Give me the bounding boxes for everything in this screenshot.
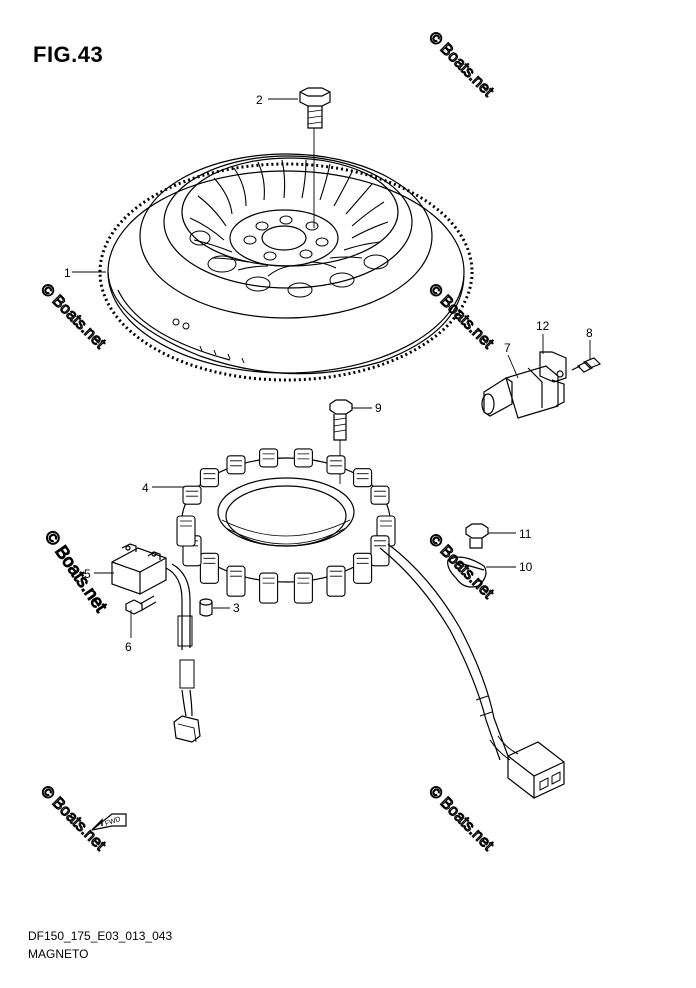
flywheel-bolt bbox=[299, 87, 331, 228]
callout-8: 8 bbox=[586, 326, 593, 340]
callout-10: 10 bbox=[519, 560, 533, 574]
watermarks: © Boats.net © Boats.net © Boats.net © Bo… bbox=[37, 28, 498, 855]
sensor-screw bbox=[571, 357, 602, 373]
stator-coil-winding bbox=[356, 473, 369, 480]
callout-6: 6 bbox=[125, 640, 132, 654]
stator-coil bbox=[326, 565, 346, 597]
callout-4: 4 bbox=[142, 481, 149, 495]
stator-coil bbox=[226, 455, 246, 475]
wire-clamp bbox=[447, 556, 487, 588]
stator-coils bbox=[176, 448, 396, 604]
callout-3: 3 bbox=[233, 601, 240, 615]
stator-coil-winding bbox=[230, 570, 242, 577]
stator-coil bbox=[259, 572, 279, 604]
watermark-2: © Boats.net bbox=[37, 281, 109, 353]
stator-harness bbox=[379, 543, 565, 799]
stator-coil bbox=[353, 468, 373, 488]
stator-coil-winding bbox=[297, 453, 310, 460]
stator-coil-winding bbox=[380, 520, 392, 527]
stator bbox=[176, 448, 396, 604]
stator-coil-winding bbox=[374, 540, 386, 547]
callout-7: 7 bbox=[504, 341, 511, 355]
callout-2: 2 bbox=[256, 93, 263, 107]
callout-11: 11 bbox=[519, 527, 532, 541]
flywheel bbox=[98, 153, 474, 382]
figure-code: DF150_175_E03_013_043 bbox=[28, 929, 173, 943]
pulser-lead bbox=[165, 563, 201, 743]
stator-coil-winding bbox=[330, 460, 342, 467]
stator-coil-winding bbox=[262, 453, 275, 460]
callout-9: 9 bbox=[375, 401, 382, 415]
stator-coil-winding bbox=[297, 577, 310, 584]
stator-coil-winding bbox=[203, 557, 216, 564]
stator-coil bbox=[259, 448, 279, 468]
watermark-6: © Boats.net bbox=[425, 783, 497, 855]
stator-coil bbox=[370, 535, 390, 567]
stator-coil-winding bbox=[356, 557, 369, 564]
stator-coil bbox=[370, 485, 390, 505]
figure-title: FIG.43 bbox=[33, 42, 104, 67]
stator-coil bbox=[293, 572, 313, 604]
stator-coil-winding bbox=[262, 577, 275, 584]
clamp-bolt bbox=[465, 523, 489, 549]
crank-position-sensor bbox=[481, 351, 567, 419]
stator-coil bbox=[176, 515, 196, 547]
pulser-screw bbox=[125, 595, 157, 615]
stator-coil bbox=[353, 552, 373, 584]
callout-labels: 1 2 3 4 5 6 7 8 9 10 11 12 bbox=[64, 93, 593, 654]
stator-coil bbox=[199, 552, 219, 584]
stator-coil-winding bbox=[330, 570, 342, 577]
stator-coil-winding bbox=[203, 473, 216, 480]
stator-coil bbox=[326, 455, 346, 475]
stator-coil-winding bbox=[186, 490, 198, 497]
dowel-pin bbox=[199, 598, 213, 617]
stator-coil bbox=[182, 485, 202, 505]
leader-lines bbox=[72, 98, 591, 638]
watermark-main: © Boats.net bbox=[41, 527, 111, 616]
stator-coil-winding bbox=[230, 460, 242, 467]
stator-coil-winding bbox=[374, 490, 386, 497]
pulser-coil bbox=[111, 543, 167, 595]
callout-12: 12 bbox=[536, 319, 550, 333]
callout-1: 1 bbox=[64, 266, 71, 280]
stator-coil bbox=[226, 565, 246, 597]
figure-name: MAGNETO bbox=[28, 947, 89, 961]
watermark-5: © Boats.net bbox=[37, 783, 109, 855]
stator-coil bbox=[293, 448, 313, 468]
stator-coil-winding bbox=[180, 520, 192, 527]
watermark-1: © Boats.net bbox=[425, 29, 497, 101]
stator-coil bbox=[199, 468, 219, 488]
fwd-arrow: FWD bbox=[91, 813, 127, 831]
callout-5: 5 bbox=[84, 567, 91, 581]
